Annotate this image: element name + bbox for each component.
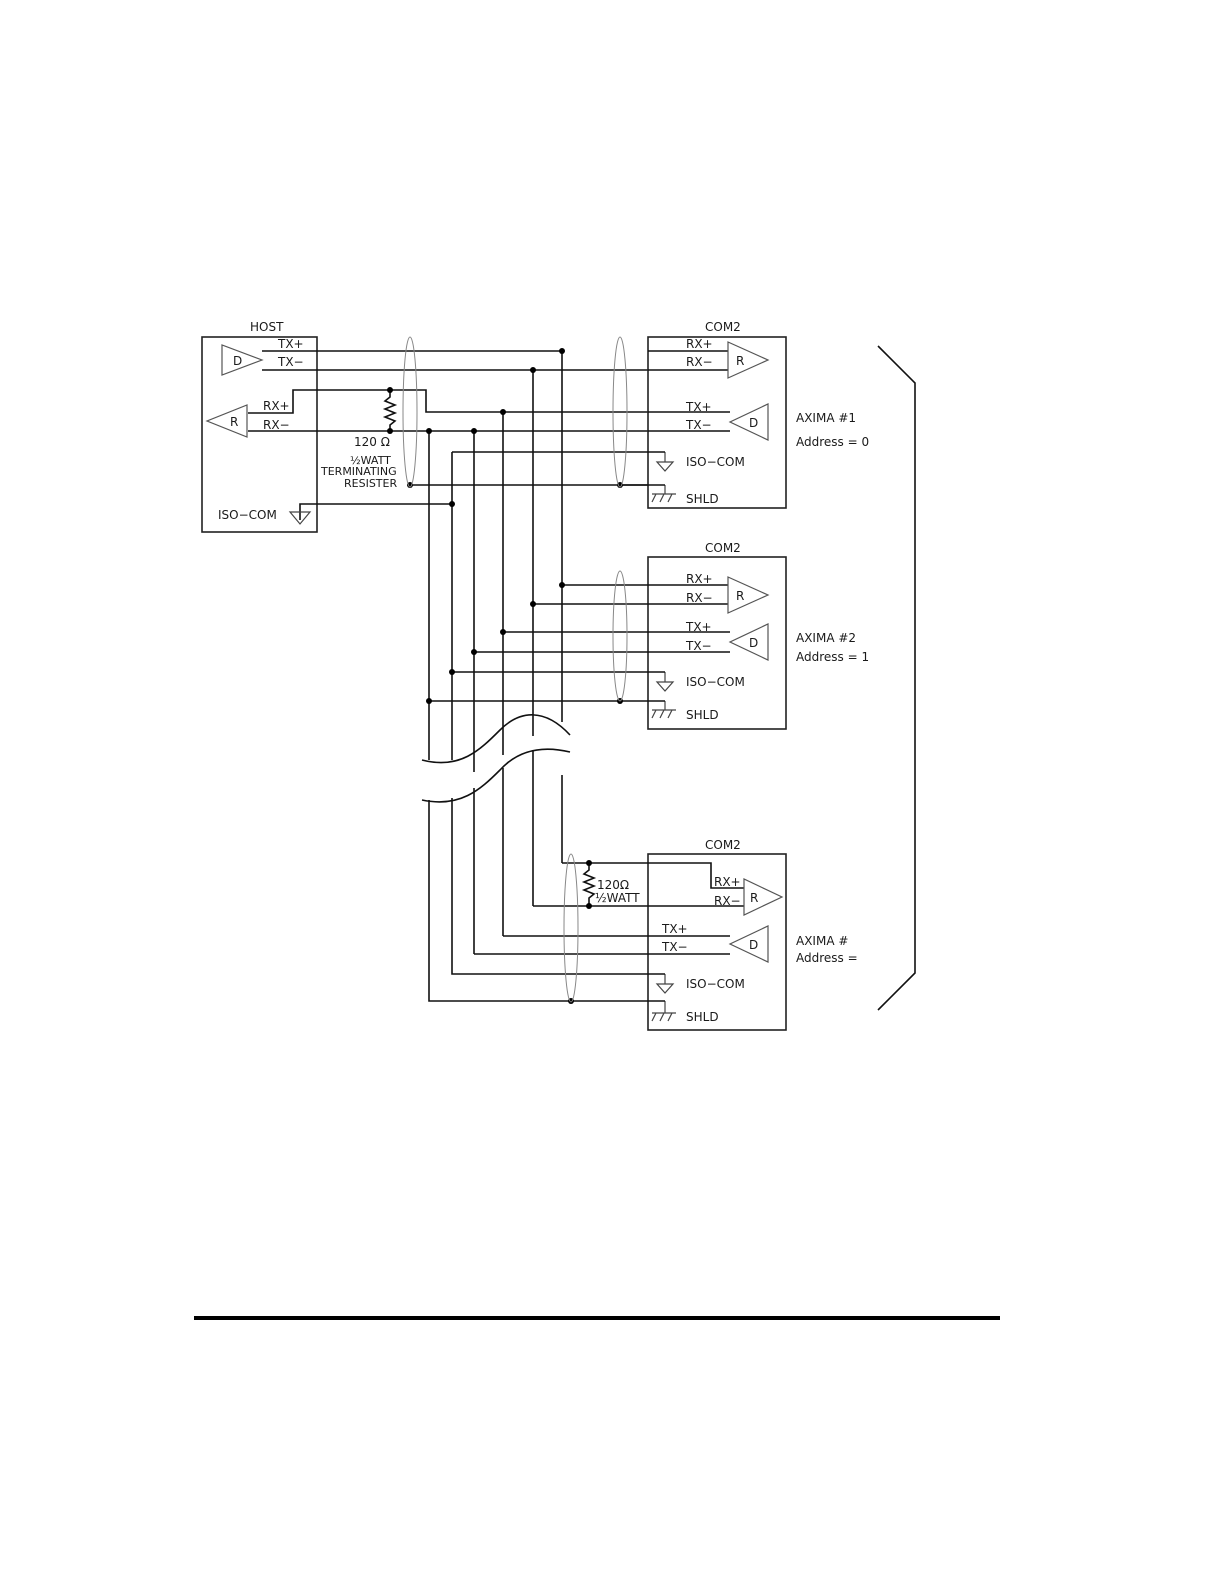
unit-3-tx-minus-label: TX− bbox=[661, 940, 688, 954]
unit-2-chassis-ground-icon bbox=[652, 701, 676, 718]
unit-3-chassis-ground-icon bbox=[652, 1001, 676, 1021]
unit-2-iso-com-label: ISO−COM bbox=[686, 675, 745, 689]
unit-2-address: Address = 1 bbox=[796, 650, 869, 664]
unit-3-address: Address = bbox=[796, 951, 858, 965]
unit-1-iso-com-label: ISO−COM bbox=[686, 455, 745, 469]
junction-dot bbox=[586, 860, 592, 866]
unit-3-terminating-resistor-icon bbox=[584, 863, 594, 906]
junction-dot bbox=[559, 348, 565, 354]
junction-dot bbox=[530, 601, 536, 607]
cable-break-lower bbox=[422, 749, 570, 802]
host-iso-com-label: ISO−COM bbox=[218, 508, 277, 522]
host-rx-minus-label: RX− bbox=[263, 418, 290, 432]
unit-1-address: Address = 0 bbox=[796, 435, 869, 449]
junction-dot bbox=[586, 903, 592, 909]
unit-1-name: AXIMA #1 bbox=[796, 411, 856, 425]
unit-2-driver-label: D bbox=[749, 636, 758, 650]
unit-2-cable-shield-icon bbox=[613, 571, 627, 701]
host-driver-label: D bbox=[233, 354, 242, 368]
unit-1-receiver-icon bbox=[728, 342, 768, 378]
junction-dot bbox=[559, 582, 565, 588]
unit-1-tx-minus-label: TX− bbox=[685, 418, 712, 432]
host-resistor-desc2: RESISTER bbox=[344, 477, 397, 490]
unit-1-title: COM2 bbox=[705, 320, 741, 334]
unit-1-rx-plus-label: RX+ bbox=[686, 337, 713, 351]
cable-break-upper bbox=[422, 715, 570, 763]
unit-3-tx-plus-label: TX+ bbox=[661, 922, 688, 936]
junction-dot bbox=[426, 428, 432, 434]
host-cable-shield-icon bbox=[403, 337, 417, 487]
unit-1-driver-label: D bbox=[749, 416, 758, 430]
host-rx-plus-label: RX+ bbox=[263, 399, 290, 413]
host-block: HOST D R TX+ TX− RX+ RX− ISO−COM 120 Ω ½… bbox=[202, 320, 648, 532]
bus-iso-com-vertical-lower bbox=[452, 798, 665, 974]
unit-2-title: COM2 bbox=[705, 541, 741, 555]
junction-dot bbox=[530, 367, 536, 373]
host-receiver-label: R bbox=[230, 415, 238, 429]
junction-dot bbox=[449, 669, 455, 675]
unit-3-title: COM2 bbox=[705, 838, 741, 852]
host-tx-plus-label: TX+ bbox=[277, 337, 304, 351]
unit-1-receiver-label: R bbox=[736, 354, 744, 368]
cable-shields bbox=[403, 337, 627, 1002]
unit-2-tx-minus-label: TX− bbox=[685, 639, 712, 653]
units-bracket bbox=[878, 346, 915, 1010]
unit-2-iso-ground-icon bbox=[657, 672, 673, 691]
unit-3-resistor-value: 120Ω bbox=[597, 878, 629, 892]
unit-3-receiver-label: R bbox=[750, 891, 758, 905]
unit-1-block: COM2 RX+ RX− R TX+ TX− D ISO−COM SHLD AX… bbox=[648, 320, 869, 508]
host-receiver-icon bbox=[207, 405, 247, 437]
unit-3-rx-plus-label: RX+ bbox=[714, 875, 741, 889]
host-tx-minus-label: TX− bbox=[277, 355, 304, 369]
unit-3-tx-wires bbox=[474, 936, 730, 954]
unit-2-rx-plus-label: RX+ bbox=[686, 572, 713, 586]
unit-2-block: COM2 RX+ RX− R TX+ TX− D ISO−COM SHLD AX… bbox=[648, 541, 869, 729]
unit-3-resistor-watt: ½WATT bbox=[595, 891, 640, 905]
host-title: HOST bbox=[250, 320, 284, 334]
junction-dot bbox=[500, 629, 506, 635]
junction-dot bbox=[471, 428, 477, 434]
unit-2-receiver-icon bbox=[728, 577, 768, 613]
unit-3-driver-label: D bbox=[749, 938, 758, 952]
unit-3-shld-label: SHLD bbox=[686, 1010, 719, 1024]
junction-dot bbox=[500, 409, 506, 415]
junction-dot bbox=[387, 387, 393, 393]
host-resistor-value: 120 Ω bbox=[354, 435, 390, 449]
junction-dot bbox=[449, 501, 455, 507]
unit-2-receiver-label: R bbox=[736, 589, 744, 603]
host-rx-plus-wire bbox=[248, 390, 648, 413]
unit-1-chassis-ground-icon bbox=[652, 485, 676, 502]
junction-dot bbox=[387, 428, 393, 434]
unit-3-cable-shield-icon bbox=[564, 854, 578, 1002]
unit-2-shld-label: SHLD bbox=[686, 708, 719, 722]
unit-3-name: AXIMA # bbox=[796, 934, 848, 948]
host-terminating-resistor-icon bbox=[385, 390, 395, 431]
unit-3-iso-com-label: ISO−COM bbox=[686, 977, 745, 991]
junction-dot bbox=[471, 649, 477, 655]
unit-1-iso-ground-icon bbox=[657, 452, 673, 471]
unit-2-rx-minus-label: RX− bbox=[686, 591, 713, 605]
unit-1-rx-minus-label: RX− bbox=[686, 355, 713, 369]
junction-dot bbox=[426, 698, 432, 704]
unit-3-iso-ground-icon bbox=[657, 974, 673, 993]
unit-2-name: AXIMA #2 bbox=[796, 631, 856, 645]
unit-1-shld-label: SHLD bbox=[686, 492, 719, 506]
